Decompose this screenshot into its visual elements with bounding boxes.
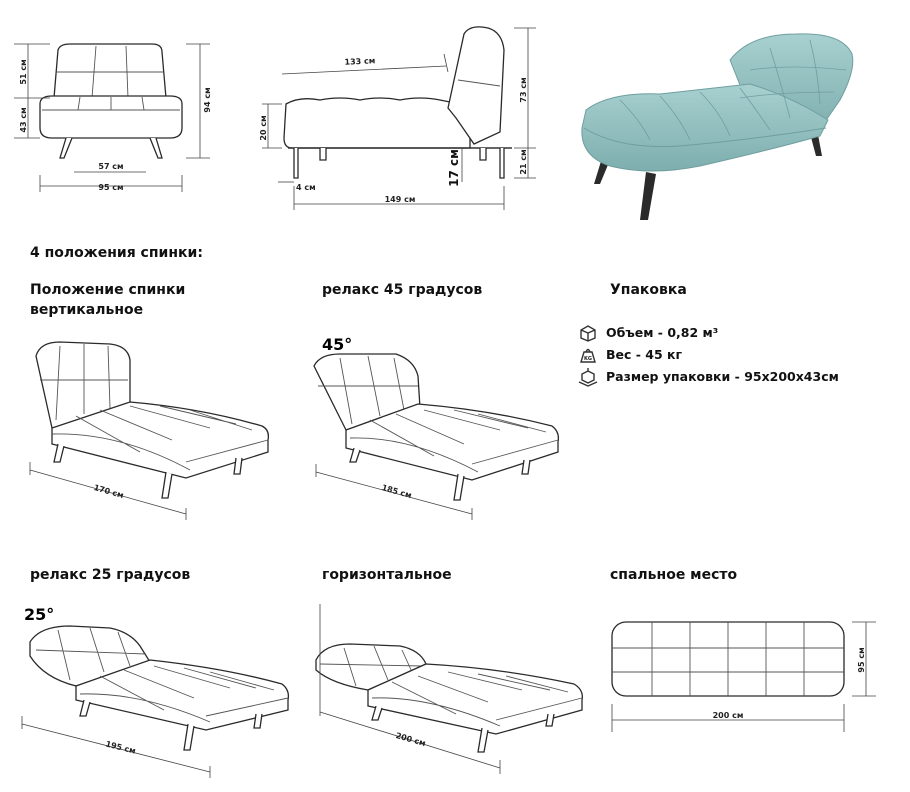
front-view-diagram: 51 см 43 см 94 см 57 см 95 см xyxy=(14,43,212,192)
packing-size-text: Размер упаковки - 95х200х43см xyxy=(606,369,839,384)
position-4-title: горизонтальное xyxy=(322,567,452,583)
position-1-title: Положение спинки вертикальное xyxy=(30,282,186,318)
side-total-length-label: 149 см xyxy=(385,195,416,204)
sleep-title: спальное место xyxy=(610,567,738,583)
position-3-title: релакс 25 градусов xyxy=(30,567,191,583)
angle-45-label: 45° xyxy=(322,335,352,354)
packing-item-weight: KG Вес - 45 кг xyxy=(578,344,898,366)
position-45-diagram: 45° 185 см xyxy=(313,335,560,520)
package-size-icon xyxy=(578,368,598,387)
side-clearance-label: 17 см xyxy=(447,149,461,187)
packing-list: Объем - 0,82 м³ KG Вес - 45 кг Размер уп… xyxy=(578,322,898,388)
front-inner-width-label: 57 см xyxy=(98,162,123,171)
position-2-title: релакс 45 градусов xyxy=(322,282,483,298)
side-seat-thickness-label: 20 см xyxy=(259,115,268,140)
angle-25-label: 25° xyxy=(24,605,54,624)
svg-text:KG: KG xyxy=(584,356,592,362)
front-total-height-label: 94 см xyxy=(203,87,212,112)
packing-weight-text: Вес - 45 кг xyxy=(606,347,683,362)
side-leg-height-label: 21 см xyxy=(519,149,528,174)
weight-kg-icon: KG xyxy=(580,348,596,363)
box-volume-icon xyxy=(580,325,596,342)
chaise-lounge-photo xyxy=(581,33,854,220)
sleep-depth-label: 95 см xyxy=(857,647,866,672)
side-leg-offset-label: 4 см xyxy=(296,183,316,192)
position-vertical-diagram: 170 см xyxy=(29,341,270,520)
position-25-diagram: 25° 195 см xyxy=(21,605,290,778)
packing-volume-text: Объем - 0,82 м³ xyxy=(606,325,719,340)
side-view-diagram: 133 см 20 см 4 см 149 см 17 см 73 см 21 … xyxy=(259,26,536,210)
side-top-length-label: 133 см xyxy=(344,56,375,67)
front-seat-height-label: 43 см xyxy=(19,107,28,132)
packing-item-volume: Объем - 0,82 м³ xyxy=(578,322,898,344)
packing-title: Упаковка xyxy=(610,282,687,298)
front-total-width-label: 95 см xyxy=(98,183,123,192)
side-total-height-label: 73 см xyxy=(519,77,528,102)
packing-item-size: Размер упаковки - 95х200х43см xyxy=(578,366,898,388)
front-back-height-label: 51 см xyxy=(19,59,28,84)
position-horizontal-diagram: 200 см xyxy=(315,604,583,774)
sleep-width-label: 200 см xyxy=(713,711,744,720)
section-title: 4 положения спинки: xyxy=(30,245,203,261)
